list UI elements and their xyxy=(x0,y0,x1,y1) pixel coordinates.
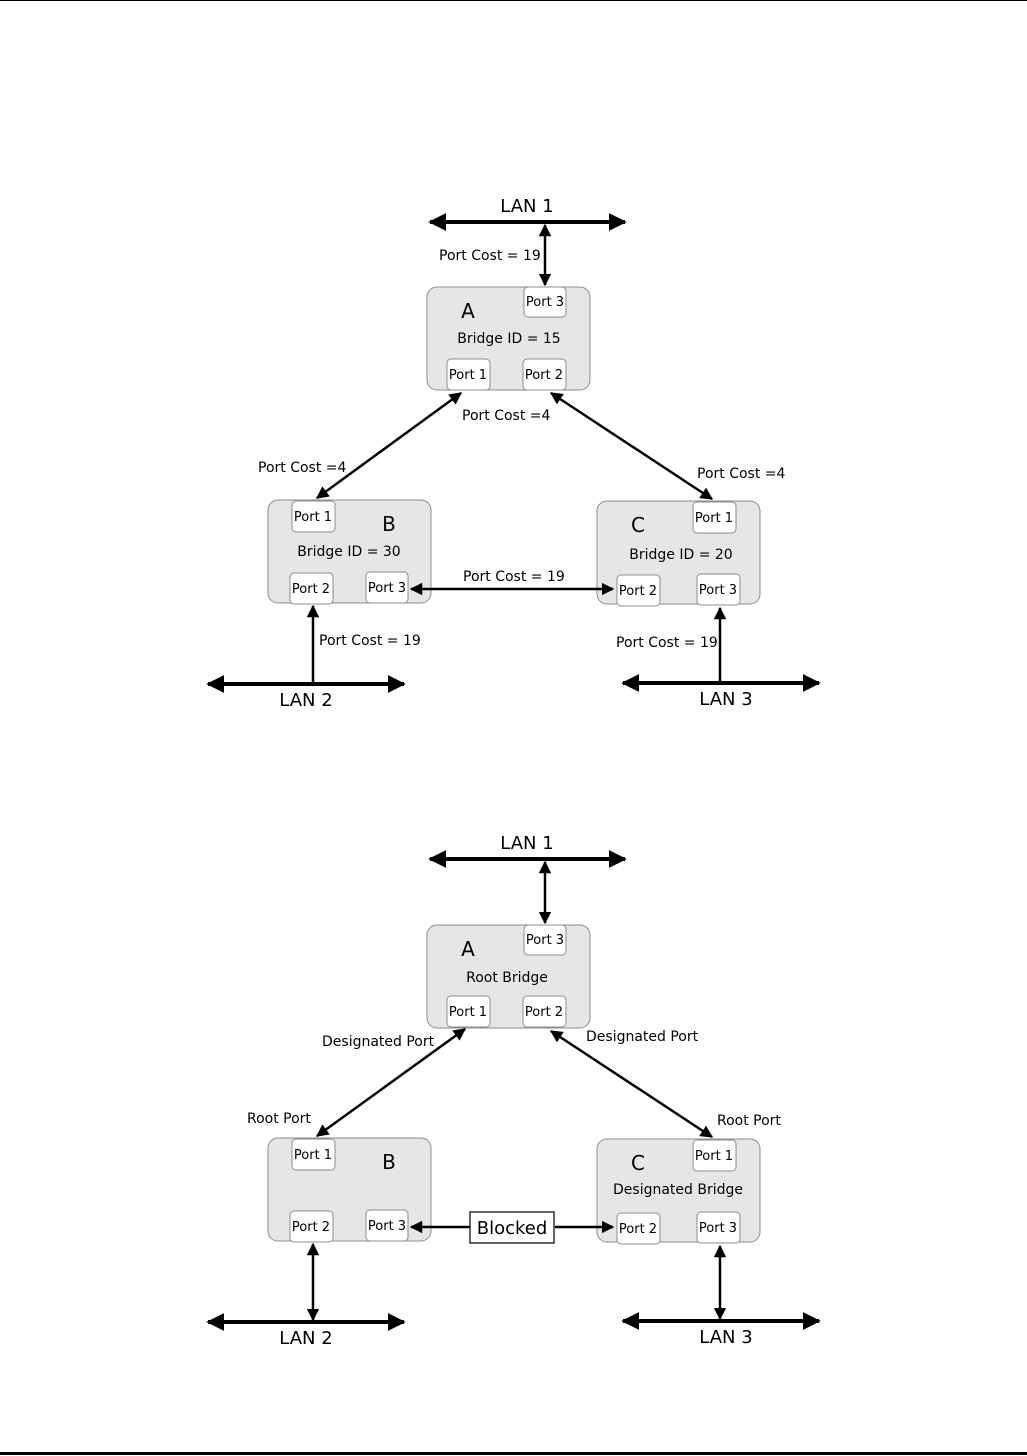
bridge-a-port2 xyxy=(522,358,567,391)
bridge-a-port1-label: Port 1 xyxy=(449,368,487,383)
bridge-a-port1 xyxy=(446,995,491,1028)
bridge-a-port3 xyxy=(523,286,567,318)
blocked-label: Blocked xyxy=(477,1218,548,1239)
bridge-a-port3-label: Port 3 xyxy=(526,933,564,948)
link-a-c xyxy=(549,1029,714,1139)
cost-a-b-a-side: Port Cost =4 xyxy=(462,408,551,424)
bridge-a-letter: A xyxy=(461,937,475,961)
bridge-c-port1-label: Port 1 xyxy=(695,511,733,526)
bridge-a-port2-label: Port 2 xyxy=(525,368,563,383)
cost-b-lan2: Port Cost = 19 xyxy=(319,633,421,649)
bridge-b-port2-label: Port 2 xyxy=(292,1220,330,1235)
bridge-c-port1 xyxy=(692,1139,737,1172)
bridge-c-port3 xyxy=(696,1211,741,1244)
bridge-b-port1-label: Port 1 xyxy=(294,510,332,525)
designated-port-label-b: Designated Port xyxy=(322,1034,435,1050)
bridge-b-port1 xyxy=(291,1138,336,1171)
bridge-b-port2 xyxy=(289,1210,334,1243)
bridge-a-port2-label: Port 2 xyxy=(525,1005,563,1020)
bridge-b-port3 xyxy=(365,1209,409,1242)
bridge-c: C Designated Bridge Port 1 Port 2 Port 3 xyxy=(596,1138,761,1245)
bridge-c-letter: C xyxy=(631,1151,645,1175)
bridge-b: B Port 1 Port 2 Port 3 xyxy=(267,1137,432,1243)
bridge-b-port2-label: Port 2 xyxy=(292,582,330,597)
top-diagram: LAN 1 LAN 2 LAN 3 A Bridge ID = 15 Port … xyxy=(206,196,821,711)
bottom-diagram: LAN 1 LAN 2 LAN 3 A Root Bridge Port 3 P… xyxy=(206,833,821,1349)
bridge-b-port3 xyxy=(365,571,409,604)
bridge-c-port2-label: Port 2 xyxy=(619,584,657,599)
top-rule xyxy=(0,0,1027,1)
bridge-c-port2 xyxy=(616,574,661,607)
lan2-label: LAN 2 xyxy=(279,1328,332,1349)
bridge-b-id: Bridge ID = 30 xyxy=(297,544,400,560)
root-bridge-label: Root Bridge xyxy=(466,970,548,986)
bridge-c-letter: C xyxy=(631,513,645,537)
link-a-b xyxy=(315,391,463,500)
designated-port-label-c: Designated Port xyxy=(586,1029,699,1045)
bridge-b-letter: B xyxy=(382,512,396,536)
root-port-label-b: Root Port xyxy=(247,1111,311,1127)
root-port-label-c: Root Port xyxy=(717,1113,781,1129)
cost-a-c-c-side: Port Cost =4 xyxy=(697,466,786,482)
bridge-a: A Root Bridge Port 3 Port 1 Port 2 xyxy=(426,924,591,1029)
bridge-b-port3-label: Port 3 xyxy=(368,1219,406,1234)
bridge-c-port3-label: Port 3 xyxy=(699,1221,737,1236)
lan1-label: LAN 1 xyxy=(500,196,553,217)
bridge-b-port2 xyxy=(289,572,334,605)
designated-bridge-label: Designated Bridge xyxy=(613,1182,743,1198)
bridge-a-port2 xyxy=(522,995,567,1028)
bridge-c-id: Bridge ID = 20 xyxy=(629,547,732,563)
link-a-c xyxy=(549,391,714,501)
bridge-b-port1-label: Port 1 xyxy=(294,1148,332,1163)
blocked-box xyxy=(469,1211,555,1244)
bridge-a-letter: A xyxy=(461,299,475,323)
cost-c-lan3: Port Cost = 19 xyxy=(616,635,718,651)
bridge-c-port3 xyxy=(696,573,741,606)
bridge-a-port3 xyxy=(523,924,567,956)
bridge-c-port1-label: Port 1 xyxy=(695,1149,733,1164)
lan1-label: LAN 1 xyxy=(500,833,553,854)
bridge-c-port3-label: Port 3 xyxy=(699,583,737,598)
cost-b-c: Port Cost = 19 xyxy=(463,569,565,585)
bridge-c-port1 xyxy=(692,501,737,534)
bridge-b-port3-label: Port 3 xyxy=(368,581,406,596)
cost-a-b-b-side: Port Cost =4 xyxy=(258,460,347,476)
lan2-label: LAN 2 xyxy=(279,690,332,711)
bridge-a: A Bridge ID = 15 Port 3 Port 1 Port 2 xyxy=(426,286,591,391)
lan3-label: LAN 3 xyxy=(699,1327,752,1348)
bridge-b-letter: B xyxy=(382,1150,396,1174)
bridge-c-port2 xyxy=(616,1212,661,1245)
bridge-b-port1 xyxy=(291,500,336,533)
bottom-rule xyxy=(0,1452,1027,1455)
bridge-a-port1 xyxy=(446,358,491,391)
bridge-a-port1-label: Port 1 xyxy=(449,1005,487,1020)
bridge-a-id: Bridge ID = 15 xyxy=(457,331,560,347)
lan3-label: LAN 3 xyxy=(699,689,752,710)
bridge-c: C Bridge ID = 20 Port 1 Port 2 Port 3 xyxy=(596,500,761,607)
bridge-c-port2-label: Port 2 xyxy=(619,1222,657,1237)
bridge-a-port3-label: Port 3 xyxy=(526,295,564,310)
cost-a-lan1: Port Cost = 19 xyxy=(439,248,541,264)
link-a-b xyxy=(315,1027,467,1138)
bridge-b: B Bridge ID = 30 Port 1 Port 2 Port 3 xyxy=(267,499,432,605)
